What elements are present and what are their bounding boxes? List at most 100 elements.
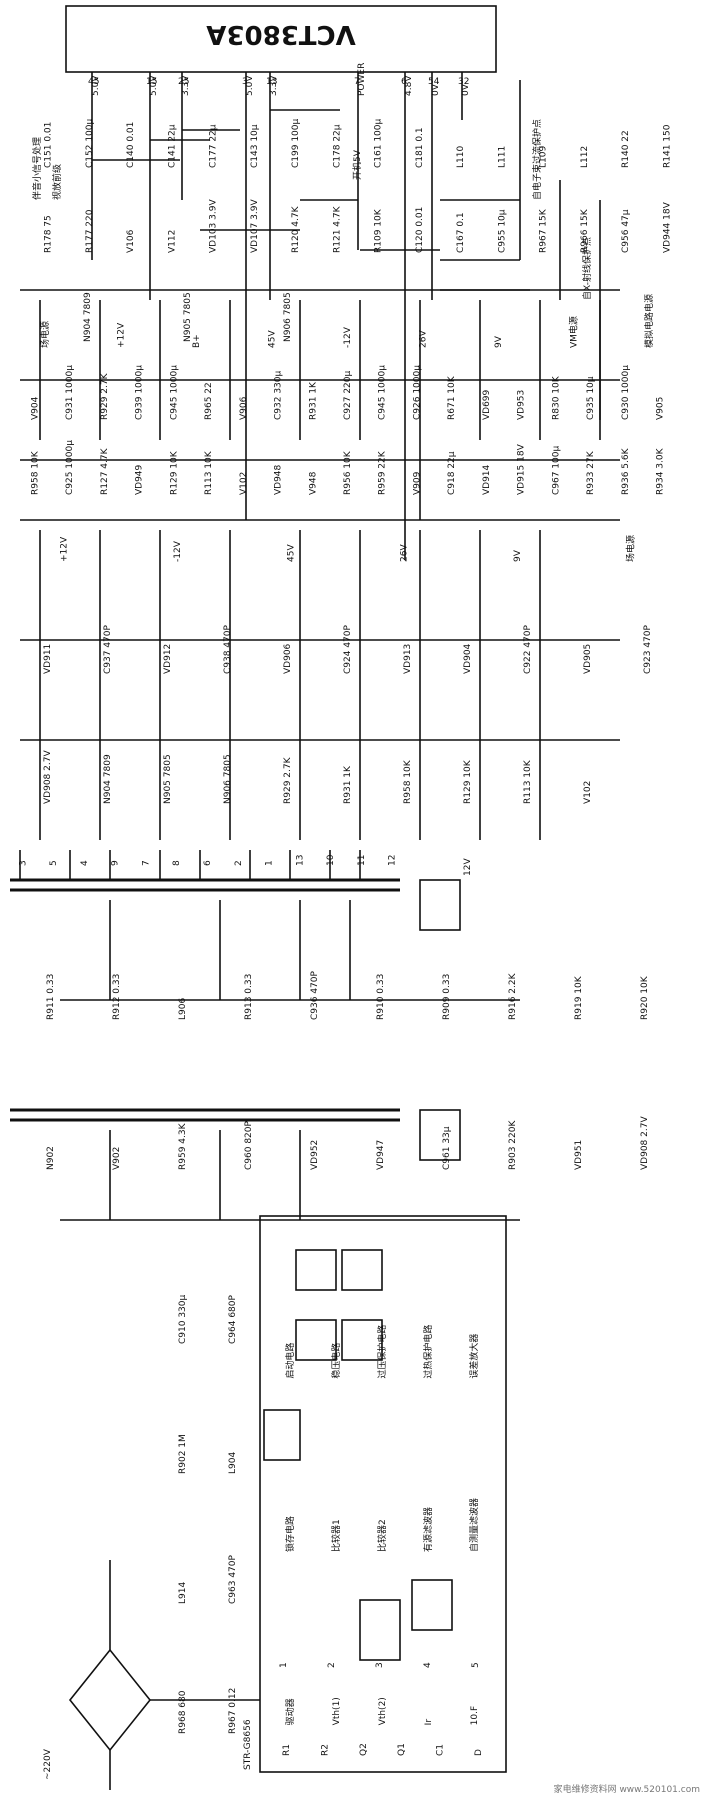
component-label: R936 5.6K	[621, 447, 631, 495]
component-label: R967 0.12	[228, 1688, 238, 1734]
component-label: R1	[282, 1744, 292, 1756]
transformer-pin: 8	[172, 860, 182, 866]
component-label: VD914	[482, 464, 492, 495]
component-label: C935 10μ	[586, 376, 596, 420]
component-label: R671 10K	[447, 375, 457, 420]
component-label: L109	[539, 146, 549, 168]
component-label: V106	[126, 229, 136, 253]
transformer-pin: 4	[80, 860, 90, 866]
component-label: C199 100μ	[291, 118, 301, 168]
component-label: C956 47μ	[621, 209, 631, 253]
component-label: R113 10K	[204, 450, 214, 495]
transformer-pin: 5	[49, 860, 59, 866]
power-ic-pin: 3	[375, 1662, 385, 1668]
component-label: R109 10K	[374, 208, 384, 253]
power-ic-pin: 5	[471, 1662, 481, 1668]
component-label: C960 820P	[244, 1120, 254, 1170]
component-label: C161 100μ	[374, 118, 384, 168]
component-label: R958 10K	[30, 450, 40, 495]
ic-pin-number: 7	[354, 77, 360, 87]
power-ic-pin: 2	[327, 1662, 337, 1668]
ic-block-label: Vth(1)	[332, 1697, 342, 1725]
rail-label: +12V	[116, 322, 126, 348]
transformer-pin: 6	[203, 860, 213, 866]
component-label: R956 10K	[343, 450, 353, 495]
ic-annotation: 自X-射线保护点	[581, 237, 593, 300]
component-label: N905 7805	[163, 754, 173, 804]
component-label: VD952	[310, 1140, 320, 1170]
component-label: C143 10μ	[250, 124, 260, 168]
rail-label: 9V	[494, 335, 504, 348]
component-label: R141 150	[662, 124, 672, 168]
mains-label: ~220V	[43, 1748, 53, 1780]
component-label: C967 100μ	[551, 445, 561, 495]
component-label: C930 1000μ	[621, 365, 631, 420]
ic-pin-number: 25	[178, 77, 189, 87]
component-label: C178 22μ	[332, 124, 342, 168]
transformer-pin: 7	[141, 860, 151, 866]
component-label: C945 1000μ	[169, 365, 179, 420]
component-label: VD905	[583, 644, 593, 674]
ic-pin-number: 45	[88, 77, 99, 87]
component-label: R178 75	[44, 215, 54, 253]
component-label: L112	[580, 146, 590, 168]
rail-label: 12V	[463, 858, 473, 876]
watermark: 家电维修资料网 www.520101.com	[554, 1783, 700, 1795]
component-label: V906	[239, 396, 249, 420]
component-label: C120 0.01	[415, 207, 425, 253]
component-label: C961 33μ	[442, 1126, 452, 1170]
component-label: C932 330μ	[274, 370, 284, 420]
component-label: C931 1000μ	[65, 365, 75, 420]
component-label: C151 0.01	[44, 122, 54, 168]
component-label: R965 22	[204, 382, 214, 420]
regulator-label: N904 7809	[83, 292, 93, 342]
ic-block-label: 自测量滤波器	[468, 1498, 480, 1552]
ic-block-label: 驱动器	[285, 1698, 296, 1725]
component-label: R966 15K	[580, 208, 590, 253]
component-label: V909	[412, 471, 422, 495]
ic-annotation: 视放前级	[51, 164, 63, 200]
component-label: R902 1M	[178, 1434, 188, 1474]
rail-label: 场电源	[39, 321, 51, 348]
transformer-pin: 1	[265, 860, 275, 866]
component-label: R934 3.0K	[656, 447, 666, 495]
ic-pin-voltage: 5.0V	[91, 75, 101, 96]
regulator-label: N906 7805	[283, 292, 293, 342]
component-label: C177 22μ	[209, 124, 219, 168]
rail-label: 模拟电路电源	[643, 294, 655, 348]
component-label: VD908 2.7V	[43, 750, 53, 804]
component-label: R929 2.7K	[283, 756, 293, 804]
component-label: C963 470P	[228, 1554, 238, 1604]
ic-block-label: 过热保护电路	[422, 1325, 434, 1379]
component-label: VD906	[283, 643, 293, 674]
rail-label: 45V	[286, 544, 296, 562]
power-ic-box	[259, 1215, 507, 1773]
component-label: R959 4.3K	[178, 1122, 188, 1170]
component-label: VD913	[403, 644, 413, 674]
regulator-label: N905 7805	[183, 292, 193, 342]
ic-main-box	[65, 5, 497, 73]
ic-main-name: VCT3803A	[206, 19, 355, 49]
rail-label: 场电源	[624, 535, 636, 562]
component-label: VD948	[274, 464, 284, 495]
component-label: VD953	[517, 390, 527, 420]
ic-pin-voltage: 5.0V	[245, 75, 255, 96]
ic-block-label: 有源滤波器	[422, 1507, 434, 1552]
component-label: R911 0.33	[46, 974, 56, 1020]
component-label: R929 2.7K	[100, 372, 110, 420]
rail-label: -12V	[173, 540, 183, 562]
ic-block-label: 锁存电路	[284, 1516, 296, 1552]
ic-pin-number: 6	[401, 77, 407, 87]
component-label: V102	[239, 472, 249, 495]
component-label: V112	[167, 230, 177, 253]
component-label: N906 7805	[223, 754, 233, 804]
component-label: VD107 3.9V	[250, 199, 260, 253]
component-label: R903 220K	[508, 1120, 518, 1170]
component-label: C937 470P	[103, 624, 113, 674]
component-label: R968 680	[178, 1690, 188, 1734]
component-label: V902	[112, 1147, 122, 1170]
